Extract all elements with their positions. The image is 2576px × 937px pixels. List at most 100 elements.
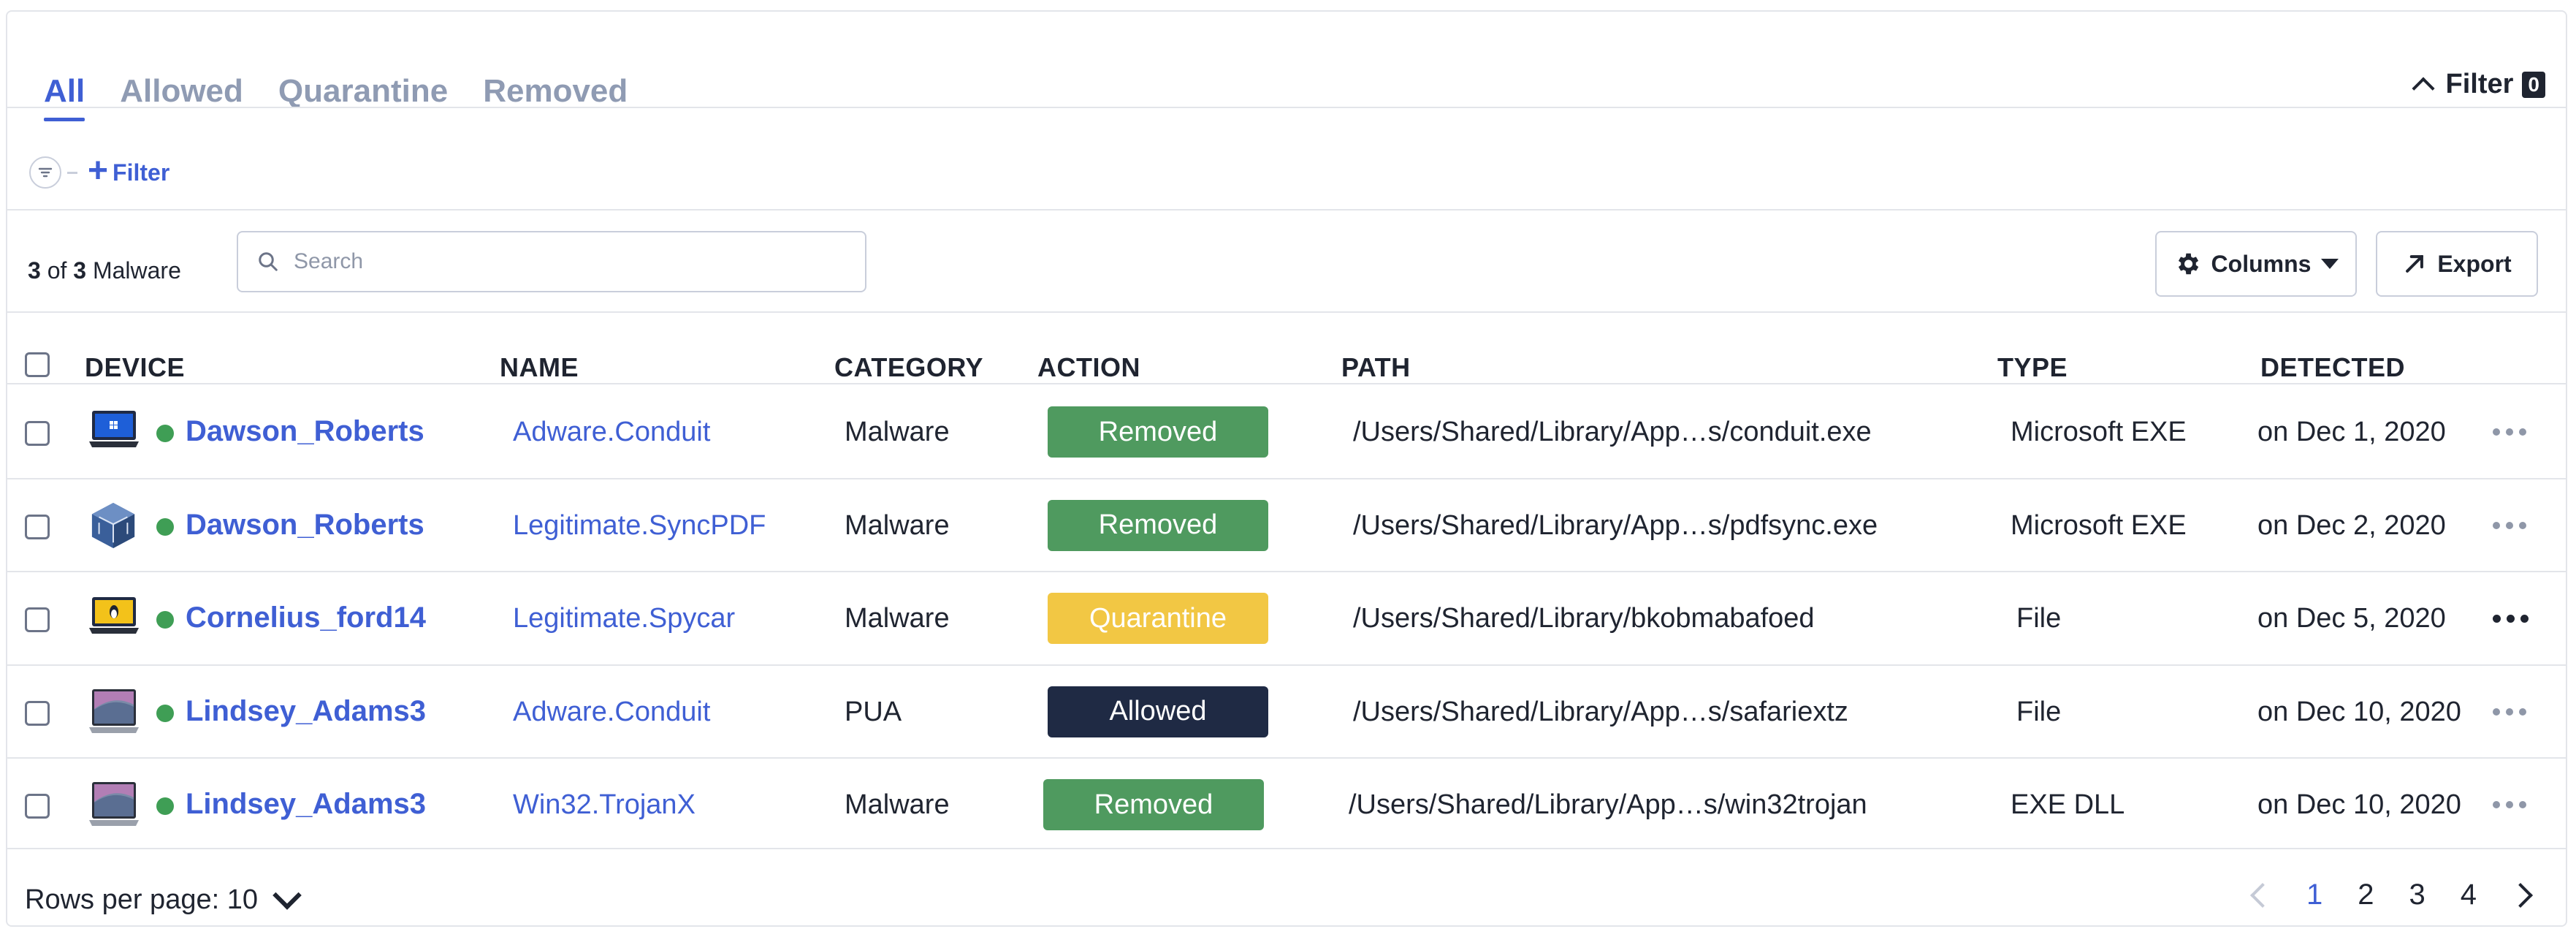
- rows-per-page-select[interactable]: Rows per page: 10: [25, 880, 302, 916]
- search-input[interactable]: [292, 249, 807, 275]
- detected-cell: on Dec 10, 2020: [2257, 696, 2461, 727]
- chevron-down-icon: [273, 880, 302, 910]
- chevron-up-icon: [2411, 76, 2435, 100]
- type-cell: Microsoft EXE: [2011, 417, 2187, 447]
- more-options-icon[interactable]: [2493, 615, 2529, 623]
- more-options-icon[interactable]: [2493, 708, 2526, 716]
- header-divider: [7, 383, 2566, 384]
- page-1[interactable]: 1: [2306, 879, 2323, 911]
- filter-funnel-icon: [29, 156, 61, 189]
- filter-toggle-button[interactable]: Filter 0: [2411, 69, 2545, 100]
- malware-name-link[interactable]: Adware.Conduit: [513, 417, 711, 447]
- pagination: 1 2 3 4: [2250, 879, 2533, 911]
- row-divider: [7, 477, 2566, 479]
- table-row[interactable]: Cornelius_ford14 Legitimate.Spycar Malware…: [7, 572, 2566, 666]
- device-link[interactable]: Dawson_Roberts: [186, 415, 424, 447]
- action-badge: Allowed: [1048, 686, 1268, 737]
- column-header-path[interactable]: PATH: [1341, 352, 1411, 382]
- detected-cell: on Dec 2, 2020: [2257, 509, 2446, 541]
- malware-name-link[interactable]: Legitimate.SyncPDF: [513, 509, 766, 541]
- device-link[interactable]: Lindsey_Adams3: [186, 788, 427, 820]
- result-count: 3 of 3 Malware: [28, 257, 181, 284]
- path-cell: /Users/Shared/Library/App…s/pdfsync.exe: [1353, 509, 1878, 541]
- column-header-device[interactable]: DEVICE: [85, 352, 186, 382]
- detected-cell: on Dec 10, 2020: [2257, 789, 2461, 820]
- row-checkbox[interactable]: [25, 700, 50, 726]
- row-checkbox[interactable]: [25, 794, 50, 819]
- malware-name-link[interactable]: Win32.TrojanX: [513, 789, 696, 820]
- macbook-icon: [89, 688, 139, 733]
- add-filter-button[interactable]: + Filter: [88, 153, 170, 189]
- page-3[interactable]: 3: [2409, 879, 2426, 911]
- linux-laptop-icon: [89, 594, 139, 638]
- table-row[interactable]: Lindsey_Adams3 Win32.TrojanX Malware Remove…: [7, 759, 2566, 852]
- columns-button[interactable]: Columns: [2155, 231, 2357, 297]
- online-status-icon: [156, 517, 174, 536]
- column-header-action[interactable]: ACTION: [1037, 352, 1140, 382]
- row-divider: [7, 664, 2566, 666]
- filter-toggle-label: Filter: [2445, 69, 2514, 99]
- next-page-icon[interactable]: [2508, 882, 2533, 908]
- detected-cell: on Dec 1, 2020: [2257, 417, 2446, 447]
- device-link[interactable]: Dawson_Roberts: [186, 508, 424, 541]
- online-status-icon: [156, 704, 174, 722]
- tab-removed[interactable]: Removed: [483, 73, 628, 109]
- row-divider: [7, 757, 2566, 759]
- rows-per-page-label: Rows per page: 10: [25, 884, 258, 915]
- action-badge: Removed: [1043, 779, 1264, 830]
- tab-all[interactable]: All: [44, 73, 85, 121]
- export-label: Export: [2437, 250, 2512, 277]
- export-button[interactable]: Export: [2376, 231, 2538, 297]
- more-options-icon[interactable]: [2493, 521, 2526, 529]
- page-2[interactable]: 2: [2358, 879, 2374, 911]
- filter-connector: [67, 171, 77, 174]
- page-4[interactable]: 4: [2460, 879, 2477, 911]
- more-options-icon[interactable]: [2493, 801, 2526, 808]
- device-link[interactable]: Cornelius_ford14: [186, 602, 426, 634]
- online-status-icon: [156, 425, 174, 442]
- gear-icon: [2178, 253, 2198, 275]
- row-divider: [7, 571, 2566, 572]
- columns-label: Columns: [2211, 250, 2312, 277]
- row-checkbox[interactable]: [25, 421, 50, 446]
- path-cell: /Users/Shared/Library/bkobmabafoed: [1353, 603, 1815, 634]
- toolbar-divider: [7, 311, 2566, 313]
- online-status-icon: [156, 797, 174, 815]
- column-header-type[interactable]: TYPE: [1997, 352, 2068, 382]
- tab-allowed[interactable]: Allowed: [120, 73, 243, 109]
- row-checkbox[interactable]: [25, 514, 50, 539]
- type-cell: File: [2016, 696, 2062, 727]
- prev-page-icon[interactable]: [2250, 882, 2275, 908]
- path-cell: /Users/Shared/Library/App…s/win32trojan: [1349, 789, 1867, 820]
- category-cell: Malware: [845, 417, 950, 447]
- tab-quarantine[interactable]: Quarantine: [278, 73, 449, 109]
- category-cell: Malware: [845, 603, 950, 634]
- category-cell: PUA: [845, 696, 902, 727]
- search-icon: [259, 252, 278, 271]
- add-filter-label: Filter: [113, 159, 170, 186]
- filter-count-badge: 0: [2522, 71, 2545, 98]
- malware-name-link[interactable]: Adware.Conduit: [513, 696, 711, 727]
- column-header-category[interactable]: CATEGORY: [834, 352, 984, 382]
- column-header-detected[interactable]: DETECTED: [2260, 352, 2406, 382]
- type-cell: File: [2016, 603, 2062, 634]
- filter-divider: [7, 209, 2566, 210]
- select-all-checkbox[interactable]: [25, 352, 50, 377]
- device-link[interactable]: Lindsey_Adams3: [186, 694, 427, 727]
- path-cell: /Users/Shared/Library/App…s/conduit.exe: [1353, 417, 1872, 447]
- tabs-divider: [7, 107, 2566, 108]
- detected-cell: on Dec 5, 2020: [2257, 603, 2446, 634]
- action-badge: Removed: [1048, 499, 1268, 551]
- malware-panel: All Allowed Quarantine Removed Filter 0 …: [6, 10, 2567, 927]
- category-cell: Malware: [845, 789, 950, 820]
- more-options-icon[interactable]: [2493, 428, 2526, 436]
- macbook-icon: [89, 781, 139, 826]
- footer-divider: [7, 848, 2566, 849]
- row-checkbox[interactable]: [25, 607, 50, 632]
- column-header-name[interactable]: NAME: [500, 352, 579, 382]
- search-box[interactable]: [237, 231, 866, 292]
- malware-name-link[interactable]: Legitimate.Spycar: [513, 603, 736, 634]
